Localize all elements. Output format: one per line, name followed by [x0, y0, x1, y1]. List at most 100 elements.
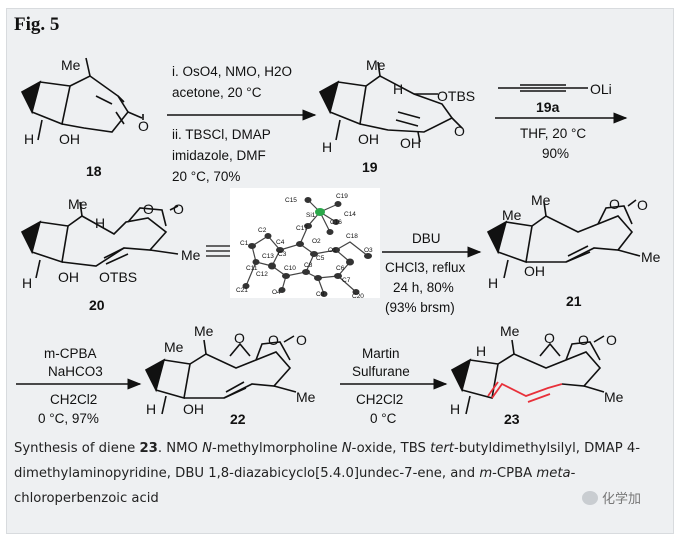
c20-o-carbonyl-label: O — [173, 201, 184, 217]
c23-o-epoxide-label: O — [544, 330, 555, 346]
c20-h-label-top: H — [95, 215, 105, 231]
ortep-label-c3: C3 — [278, 251, 287, 258]
figure-caption: Synthesis of diene 23. NMO N-methylmorph… — [14, 436, 664, 511]
reagent-oli-label: OLi — [590, 81, 612, 97]
c19-oh-label-2: OH — [400, 135, 421, 151]
c18-me-label: Me — [61, 57, 81, 73]
caption-text-5: -butyldimethylsilyl, DMAP 4-dimethylamin… — [14, 441, 641, 481]
caption-text-1: Synthesis of diene — [14, 441, 140, 456]
ortep-label-c21: C21 — [236, 287, 248, 294]
silicon-atom-ellipsoid — [315, 208, 325, 216]
c20-otbs-label: OTBS — [99, 269, 137, 285]
ortep-label-c4: C4 — [276, 239, 285, 246]
step3-line1: CHCl3, reflux — [385, 260, 466, 275]
ortep-label-si1: Si1 — [306, 212, 316, 219]
c23-me-label-top: Me — [500, 323, 520, 339]
c22-o-ring-label: O — [268, 332, 279, 348]
step5-line2: CH2Cl2 — [356, 392, 403, 407]
c21-oh-label: OH — [524, 263, 545, 279]
reagent-19a-label: 19a — [536, 99, 560, 115]
compound-23-structure — [450, 335, 605, 415]
crystal-structure-panel — [230, 188, 380, 298]
ortep-label-o4: O4 — [272, 289, 281, 296]
caption-italic-meta: meta — [536, 466, 571, 481]
c19-h-label-top: H — [393, 81, 403, 97]
wechat-icon — [582, 490, 598, 505]
ortep-label-o1: O1 — [328, 247, 337, 254]
ortep-label-c15: C15 — [285, 197, 297, 204]
equivalence-sign — [206, 245, 230, 257]
compound-21-structure — [486, 199, 641, 279]
ortep-label-c9: C9 — [316, 291, 325, 298]
c22-me-label-2: Me — [296, 389, 316, 405]
step1-line2: acetone, 20 °C — [172, 85, 262, 100]
ortep-label-c12: C12 — [256, 271, 268, 278]
compound-18-number: 18 — [86, 163, 102, 179]
ortep-label-c18: C18 — [346, 233, 358, 240]
ortep-label-c8: C8 — [304, 262, 313, 269]
c18-o-label: O — [138, 118, 149, 134]
compound-22-structure — [144, 335, 297, 415]
ortep-label-c19: C19 — [336, 193, 348, 200]
c23-h-label: H — [450, 401, 460, 417]
step2-line1: THF, 20 °C — [520, 126, 586, 141]
c22-me-label: Me — [164, 339, 184, 355]
crystal-structure-ortep: C15 C19 Si1 C14 C16 C1 C2 O2 C18 O1 O3 C… — [236, 193, 373, 300]
c19-oh-label-1: OH — [358, 131, 379, 147]
ortep-label-c13: C13 — [262, 253, 274, 260]
step5-line3: 0 °C — [370, 411, 397, 426]
caption-italic-tert: tert — [430, 441, 454, 456]
step5-line0: Martin — [362, 346, 400, 361]
c22-h-label: H — [146, 401, 156, 417]
compound-20-number: 20 — [89, 297, 105, 313]
c20-o-ring-label: O — [143, 201, 154, 217]
ortep-label-c10: C10 — [284, 265, 296, 272]
caption-text-3: -methylmorpholine — [211, 441, 342, 456]
compound-19-number: 19 — [362, 159, 378, 175]
c23-o-carbonyl-label: O — [606, 332, 617, 348]
caption-italic-m: m — [479, 466, 493, 481]
ortep-label-c14: C14 — [344, 211, 356, 218]
c19-otbs-label: OTBS — [437, 88, 475, 104]
c23-diene-highlight — [487, 381, 563, 403]
ortep-label-c16: C16 — [330, 219, 342, 226]
step4-line3: 0 °C, 97% — [38, 411, 99, 426]
figure-title: Fig. 5 — [14, 14, 60, 35]
ortep-label-c11: C11 — [246, 265, 258, 272]
caption-italic-n-2: N — [341, 441, 352, 456]
compound-20-structure — [20, 201, 179, 279]
step3-line0: DBU — [412, 231, 441, 246]
step5-line1: Sulfurane — [352, 364, 410, 379]
ortep-label-c5: C5 — [316, 255, 325, 262]
step1-line4: imidazole, DMF — [172, 148, 266, 163]
caption-compound-number: 23 — [139, 441, 158, 456]
caption-text-6: -CPBA — [492, 466, 537, 481]
reagent-19a-alkyne — [498, 84, 588, 92]
compound-21-number: 21 — [566, 293, 582, 309]
ortep-label-c6: C6 — [336, 265, 345, 272]
step1-line1: i. OsO4, NMO, H2O — [172, 64, 292, 79]
c20-me-label-2: Me — [181, 247, 201, 263]
c22-me-label-top: Me — [194, 323, 214, 339]
step2-line2: 90% — [542, 146, 569, 161]
c18-oh-label: OH — [59, 131, 80, 147]
c23-o-ring-label: O — [578, 332, 589, 348]
c19-h-label: H — [322, 139, 332, 155]
c19-me-label: Me — [366, 57, 386, 73]
c21-h-label: H — [488, 275, 498, 291]
c21-o-ring-label: O — [609, 196, 620, 212]
watermark: 化学加 — [582, 488, 641, 507]
ortep-label-c2: C2 — [258, 227, 267, 234]
c21-me-label-2: Me — [641, 249, 661, 265]
step4-line2: CH2Cl2 — [50, 392, 97, 407]
c21-me-label: Me — [502, 207, 522, 223]
ortep-label-o2: O2 — [312, 238, 321, 245]
step4-line1: NaHCO3 — [48, 364, 103, 379]
c23-me-label-2: Me — [604, 389, 624, 405]
c22-oh-label: OH — [183, 401, 204, 417]
watermark-text: 化学加 — [602, 492, 642, 507]
c18-h-label: H — [24, 131, 34, 147]
compound-23-number: 23 — [504, 411, 520, 427]
caption-text-4: -oxide, TBS — [351, 441, 431, 456]
